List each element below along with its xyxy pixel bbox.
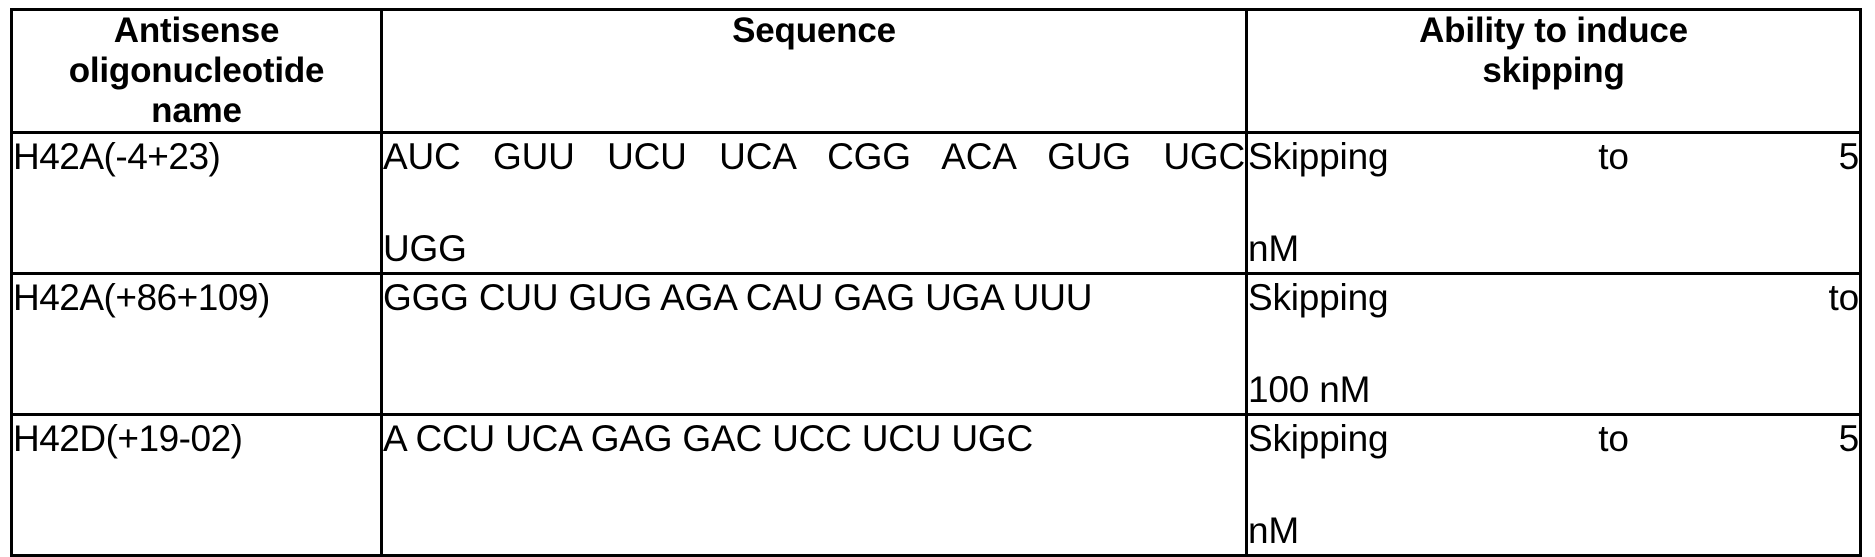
cell-ability-to-induce-skipping: Skipping to 5 nM: [1245, 131, 1862, 275]
antisense-oligonucleotide-table: Antisense oligonucleotide name Sequence …: [10, 8, 1862, 557]
ability-line: Skipping to 5: [1248, 418, 1859, 459]
table-row: H42A(-4+23) AUC GUU UCU UCA CGG ACA GUG …: [10, 131, 1862, 275]
table-header-row: Antisense oligonucleotide name Sequence …: [10, 8, 1862, 134]
column-header-oligonucleotide-name: Antisense oligonucleotide name: [10, 8, 383, 134]
column-header-line-1: Antisense: [113, 11, 280, 50]
cell-oligonucleotide-name: H42A(+86+109): [10, 272, 383, 416]
antisense-oligonucleotide-table-container: Antisense oligonucleotide name Sequence …: [10, 8, 1865, 557]
column-header-line-3: name: [151, 91, 242, 130]
cell-ability-to-induce-skipping: Skipping to 5 nM: [1245, 413, 1862, 557]
column-header-line-2: oligonucleotide: [68, 51, 325, 90]
ability-line: Skipping to 5: [1248, 136, 1859, 177]
cell-ability-to-induce-skipping: Skipping to 100 nM: [1245, 272, 1862, 416]
cell-oligonucleotide-name: H42D(+19-02): [10, 413, 383, 557]
ability-line: nM: [1248, 228, 1299, 269]
column-header-ability-to-induce-skipping: Ability to induce skipping: [1245, 8, 1862, 134]
cell-sequence: AUC GUU UCU UCA CGG ACA GUG UGC UGG: [380, 131, 1248, 275]
table-row: H42D(+19-02) A CCU UCA GAG GAC UCC UCU U…: [10, 413, 1862, 557]
cell-sequence: GGG CUU GUG AGA CAU GAG UGA UUU: [380, 272, 1248, 416]
table-header: Antisense oligonucleotide name Sequence …: [10, 8, 1862, 134]
table-row: H42A(+86+109) GGG CUU GUG AGA CAU GAG UG…: [10, 272, 1862, 416]
document-page: Antisense oligonucleotide name Sequence …: [10, 8, 1862, 557]
ability-line: nM: [1248, 510, 1299, 551]
cell-oligonucleotide-name: H42A(-4+23): [10, 131, 383, 275]
column-header-sequence: Sequence: [380, 8, 1248, 134]
ability-line: 100 nM: [1248, 369, 1371, 410]
ability-line: Skipping to: [1248, 277, 1859, 318]
cell-sequence: A CCU UCA GAG GAC UCC UCU UGC: [380, 413, 1248, 557]
sequence-line: UGG: [383, 228, 467, 269]
column-header-ability-line-1: Ability to induce: [1419, 11, 1688, 50]
sequence-line: AUC GUU UCU UCA CGG ACA GUG UGC: [383, 136, 1245, 177]
table-body: H42A(-4+23) AUC GUU UCU UCA CGG ACA GUG …: [10, 131, 1862, 557]
column-header-sequence-label: Sequence: [732, 11, 896, 50]
sequence-line: GGG CUU GUG AGA CAU GAG UGA UUU: [383, 277, 1093, 318]
column-header-ability-line-2: skipping: [1482, 51, 1625, 90]
sequence-line: A CCU UCA GAG GAC UCC UCU UGC: [383, 418, 1033, 459]
